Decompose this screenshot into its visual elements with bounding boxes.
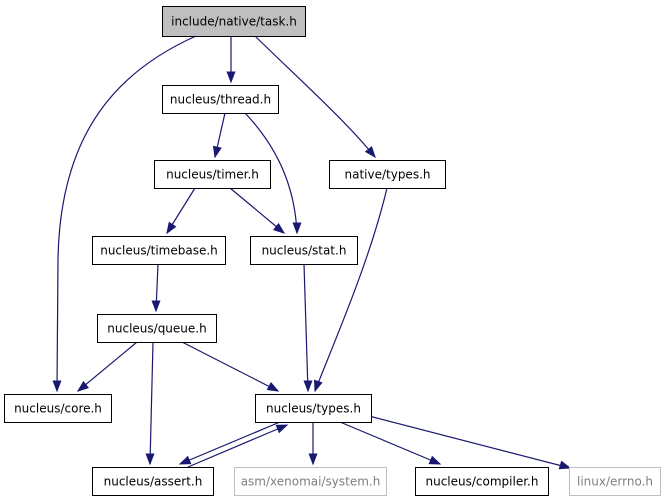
node-label: nucleus/queue.h: [107, 322, 206, 336]
arrowhead: [558, 460, 572, 470]
arrowhead: [178, 455, 192, 465]
arrowhead: [314, 379, 323, 393]
edge-thread-to-timer: [212, 112, 226, 159]
node-label: include/native/task.h: [171, 15, 297, 29]
edge-timebase-to-queue: [151, 263, 161, 313]
arrowhead: [76, 380, 90, 392]
node-box: [255, 394, 372, 423]
arrowhead: [226, 71, 236, 84]
node-compiler[interactable]: nucleus/compiler.h: [415, 467, 549, 496]
node-core[interactable]: nucleus/core.h: [4, 394, 112, 423]
node-label: nucleus/timer.h: [166, 168, 259, 182]
node-label: nucleus/types.h: [266, 402, 361, 416]
edge-stat-to-types: [303, 263, 313, 393]
node-label: nucleus/compiler.h: [426, 475, 539, 489]
node-label: nucleus/thread.h: [170, 93, 271, 107]
edge-types-to-compiler: [339, 421, 442, 465]
node-box: [415, 467, 549, 496]
node-label: asm/xenomai/system.h: [241, 475, 381, 489]
node-system[interactable]: asm/xenomai/system.h: [234, 467, 387, 496]
arrowhead: [151, 300, 161, 313]
node-timebase[interactable]: nucleus/timebase.h: [92, 236, 226, 265]
arrowhead: [308, 453, 318, 466]
node-label: nucleus/core.h: [14, 402, 102, 416]
arrowhead: [303, 380, 313, 393]
edge-task-to-native_types: [254, 35, 376, 159]
node-native-types[interactable]: native/types.h: [329, 160, 446, 189]
edge-types-to-errno: [364, 414, 572, 470]
node-timer[interactable]: nucleus/timer.h: [154, 160, 271, 189]
node-box: [162, 85, 279, 114]
node-box: [154, 160, 271, 189]
edge-timer-to-stat: [229, 187, 286, 234]
node-queue[interactable]: nucleus/queue.h: [97, 314, 217, 343]
edge-task-to-thread: [226, 36, 236, 84]
node-stat[interactable]: nucleus/stat.h: [250, 236, 358, 265]
arrowhead: [428, 455, 442, 465]
node-label: linux/errno.h: [577, 475, 653, 489]
node-box: [97, 314, 217, 343]
node-assert[interactable]: nucleus/assert.h: [92, 467, 214, 496]
node-label: native/types.h: [344, 168, 430, 182]
arrowhead: [212, 145, 222, 159]
edge-queue-to-core: [76, 341, 138, 392]
arrowhead: [272, 222, 286, 234]
edge-types-to-system: [308, 422, 318, 466]
node-label: nucleus/timebase.h: [100, 244, 218, 258]
node-box: [329, 160, 446, 189]
node-box: [92, 467, 214, 496]
edge-native_types-to-types: [314, 187, 388, 393]
arrowhead: [145, 453, 155, 466]
edges-layer: [52, 35, 572, 470]
node-label: nucleus/stat.h: [262, 244, 347, 258]
node-box: [92, 236, 226, 265]
arrowhead: [52, 380, 62, 393]
node-task[interactable]: include/native/task.h: [162, 6, 306, 37]
edge-task-to-core: [52, 35, 197, 393]
edge-timer-to-timebase: [166, 187, 196, 235]
arrowhead: [266, 381, 280, 392]
node-box: [569, 467, 661, 496]
edge-queue-to-assert: [145, 341, 155, 466]
edge-assert-to-types: [187, 424, 289, 468]
nodes-layer: include/native/task.h nucleus/thread.h nat…: [4, 6, 661, 496]
node-box: [234, 467, 387, 496]
edge-types-to-assert: [178, 421, 281, 465]
node-label: nucleus/assert.h: [104, 475, 203, 489]
edge-thread-to-stat: [244, 112, 302, 235]
arrowhead: [364, 146, 376, 159]
node-box: [4, 394, 112, 423]
arrowhead: [275, 424, 289, 434]
arrowhead: [166, 221, 177, 235]
node-types[interactable]: nucleus/types.h: [255, 394, 372, 423]
arrowhead: [292, 222, 302, 235]
node-errno[interactable]: linux/errno.h: [569, 467, 661, 496]
node-box: [162, 6, 306, 37]
node-thread[interactable]: nucleus/thread.h: [162, 85, 279, 114]
node-box: [250, 236, 358, 265]
edge-queue-to-types: [181, 341, 280, 392]
